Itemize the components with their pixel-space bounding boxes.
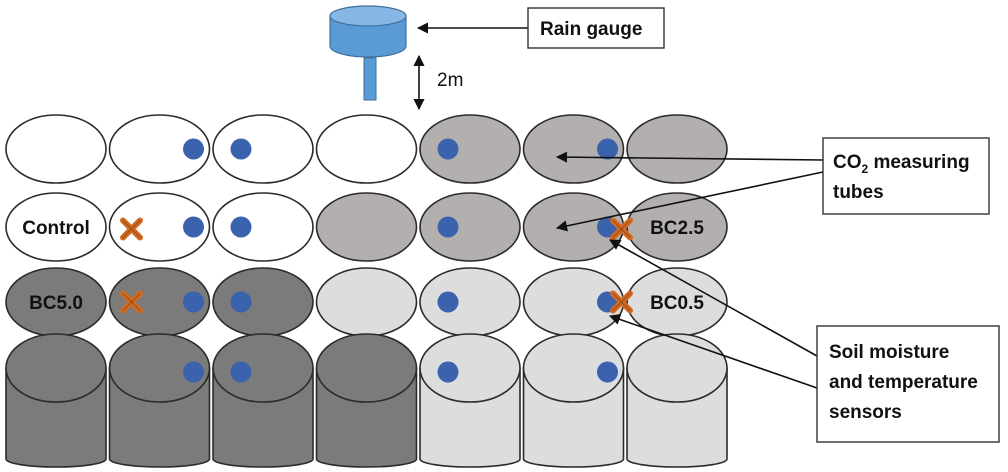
co2-tube-icon [437, 361, 459, 383]
plot-control [212, 192, 314, 262]
plot-control [5, 192, 107, 262]
sensor-x-icon [610, 290, 633, 314]
plot-bc25 [419, 114, 521, 184]
co2-pointer-arrow-top [555, 151, 824, 163]
co2-pointer-arrow-middle [555, 171, 824, 232]
plot-treatment-label: BC0.5 [650, 293, 704, 314]
plot-bc05 [315, 267, 418, 337]
soil-sensor-label-line2: and temperature [829, 372, 978, 393]
plot-bc25 [419, 192, 521, 262]
plot-bc50 [212, 333, 314, 403]
co2-tube-icon [597, 138, 618, 160]
plot-bc50 [315, 333, 418, 403]
co2-tube-icon [230, 138, 252, 160]
co2-label-box [822, 137, 990, 215]
co2-tube-icon [183, 361, 204, 383]
plot-markers [120, 138, 633, 383]
plot-treatment-label: BC5.0 [29, 293, 83, 314]
plot-bc25 [315, 192, 418, 262]
rain-gauge-label-box [527, 7, 665, 49]
sensor-x-icon [610, 217, 633, 241]
co2-label-line2: tubes [833, 182, 884, 203]
co2-tube-icon [183, 291, 204, 313]
co2-tube-icon [183, 138, 204, 160]
plot-control [5, 114, 107, 184]
co2-tube-icon [437, 216, 459, 238]
sensor-pointer-arrow-upper [609, 239, 818, 357]
plot-bc25 [626, 114, 728, 184]
co2-tube-icon [183, 216, 204, 238]
plot-control [108, 192, 211, 262]
plot-bc05 [522, 333, 625, 403]
rain-gauge-label: Rain gauge [540, 19, 642, 40]
soil-sensor-label-box [816, 325, 1000, 443]
plot-control [108, 114, 211, 184]
plot-control [212, 114, 314, 184]
co2-tube-icon [437, 138, 459, 160]
co2-tube-icon [597, 361, 618, 383]
sensor-x-icon [120, 290, 143, 314]
soil-sensor-label-line3: sensors [829, 402, 902, 423]
plot-bc25 [522, 114, 625, 184]
co2-tube-icon [437, 291, 459, 313]
co2-tube-icon [230, 361, 252, 383]
plot-treatment-label: BC2.5 [650, 218, 704, 239]
sensor-x-icon [120, 217, 143, 241]
co2-tube-icon [230, 216, 252, 238]
sensor-pointer-arrow-lower [608, 314, 818, 389]
plot-bc50 [212, 267, 314, 337]
plot-bc50 [5, 333, 107, 403]
plot-bc05 [626, 333, 728, 403]
rain-gauge-icon [329, 5, 407, 101]
plot-bc05 [419, 267, 521, 337]
co2-label-line1: CO2 measuring [833, 152, 970, 176]
co2-tube-icon [230, 291, 252, 313]
plot-bc50 [108, 333, 211, 403]
height-label: 2m [437, 70, 463, 91]
plot-grid [5, 114, 728, 403]
plot-control [315, 114, 418, 184]
soil-sensor-label-line1: Soil moisture [829, 342, 949, 363]
plot-bc05 [419, 333, 521, 403]
plot-treatment-label: Control [22, 218, 90, 239]
